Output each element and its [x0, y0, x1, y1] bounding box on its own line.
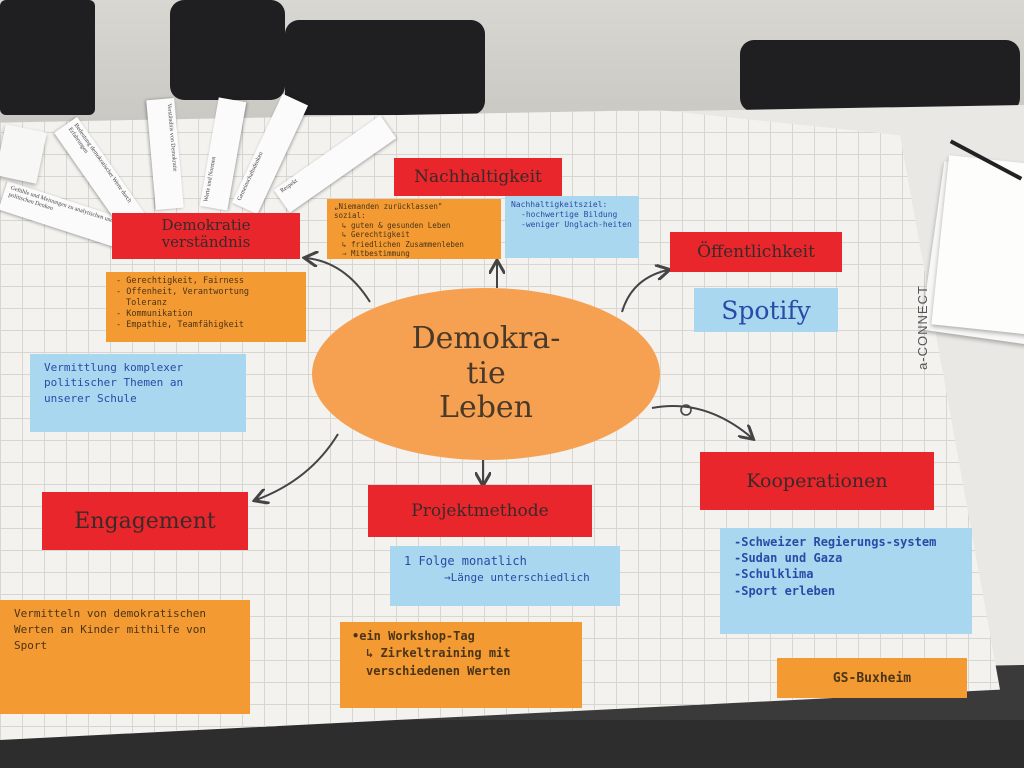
spotify-card: Spotify: [694, 288, 838, 332]
vermittlung-card: Vermittlung komplexer politischer Themen…: [30, 354, 246, 432]
nachhaltigkeit-title-card: Nachhaltigkeit: [394, 158, 562, 196]
arrow-to-engagement: [256, 433, 339, 500]
nachhaltigkeit-item-4: ⇒ Mitbestimmung: [342, 248, 410, 258]
kooperationen-list-card: -Schweizer Regierungs-system -Sudan und …: [720, 528, 972, 634]
oeffentlichkeit-title-card: Öffentlichkeit: [670, 232, 842, 272]
kooperationen-title: Kooperationen: [746, 470, 888, 492]
demokratieverstaendnis-values-card: - Gerechtigkeit, Fairness - Offenheit, V…: [106, 272, 306, 342]
engagement-title: Engagement: [74, 508, 216, 534]
engagement-title-card: Engagement: [42, 492, 248, 550]
value-item-1: - Gerechtigkeit, Fairness: [116, 276, 244, 286]
kooperationen-title-card: Kooperationen: [700, 452, 934, 510]
engagement-note: Vermitteln von demokratischen Werten an …: [14, 607, 207, 652]
demokratieverstaendnis-title-card: Demokratie verständnis: [112, 213, 300, 259]
nachhaltigkeit-quote: „Niemanden zurücklassen": [334, 202, 443, 211]
arrow-to-demokratieverstaendnis: [306, 258, 371, 303]
value-item-5: - Empathie, Teamfähigkeit: [116, 320, 244, 331]
brand-watermark: a-CONNECT: [914, 285, 930, 370]
chair-right: [740, 40, 1020, 112]
center-ellipse-demokratie-leben: Demokra- tie Leben: [312, 288, 660, 460]
kooperation-item-4: -Sport erleben: [734, 583, 836, 598]
folge-text: 1 Folge monatlich: [404, 554, 527, 568]
nachhaltigkeit-item-2: ↳ Gerechtigkeit: [342, 230, 410, 240]
vermittlung-text: Vermittlung komplexer politischer Themen…: [44, 361, 184, 405]
nachhaltigkeit-sozial-card: „Niemanden zurücklassen" sozial: ↳ guten…: [327, 199, 501, 259]
gs-buxheim-card: GS-Buxheim: [777, 658, 967, 698]
projektmethode-title-card: Projektmethode: [368, 485, 592, 537]
arrow-to-kooperationen: [651, 405, 752, 438]
laenge-text: →Länge unterschiedlich: [444, 571, 590, 584]
chair-center: [285, 20, 485, 115]
nachhaltigkeitsziel-title: Nachhaltigkeitsziel:: [511, 200, 608, 209]
nachhaltigkeitsziel-card: Nachhaltigkeitsziel: -hochwertige Bildun…: [505, 196, 639, 258]
kooperation-item-3: -Schulklima: [734, 567, 814, 582]
value-item-2: - Offenheit, Verantwortung: [116, 287, 250, 298]
nachhaltigkeit-item-3: ↳ friedlichen Zusammenleben: [342, 239, 464, 249]
nachhaltigkeit-sozial: sozial:: [334, 211, 366, 221]
value-item-4: - Kommunikation: [116, 309, 193, 320]
projektmethode-title: Projektmethode: [411, 501, 549, 521]
kooperation-item-2: -Sudan und Gaza: [734, 551, 843, 566]
arrow-to-oeffentlichkeit: [621, 270, 668, 313]
oeffentlichkeit-title: Öffentlichkeit: [697, 242, 815, 262]
projektmethode-folge-card: 1 Folge monatlich →Länge unterschiedlich: [390, 546, 620, 606]
nachhaltigkeitsziel-item-1: -hochwertige Bildung: [521, 210, 618, 219]
nachhaltigkeitsziel-item-2: -weniger Unglach-heiten: [521, 220, 632, 229]
nachhaltigkeit-item-1: ↳ guten & gesunden Leben: [342, 220, 451, 230]
zirkel-text: ↳ Zirkeltraining mit verschiedenen Werte…: [366, 646, 511, 678]
center-line-3: Leben: [439, 390, 533, 426]
gs-buxheim-label: GS-Buxheim: [832, 670, 912, 686]
spotify-label: Spotify: [721, 295, 811, 325]
kooperation-item-1: -Schweizer Regierungs-system: [734, 535, 937, 549]
nachhaltigkeit-title: Nachhaltigkeit: [414, 167, 542, 187]
chair-left: [170, 0, 285, 100]
engagement-note-card: Vermitteln von demokratischen Werten an …: [0, 600, 250, 714]
center-line-1: Demokra-: [411, 321, 561, 357]
value-item-3: Toleranz: [126, 298, 167, 309]
demokratieverstaendnis-title: Demokratie verständnis: [161, 216, 251, 251]
chair-far-left: [0, 0, 95, 115]
center-line-2: tie: [466, 355, 506, 391]
projektmethode-workshop-card: •ein Workshop-Tag ↳ Zirkeltraining mit v…: [340, 622, 582, 708]
workshop-text: •ein Workshop-Tag: [352, 629, 475, 643]
